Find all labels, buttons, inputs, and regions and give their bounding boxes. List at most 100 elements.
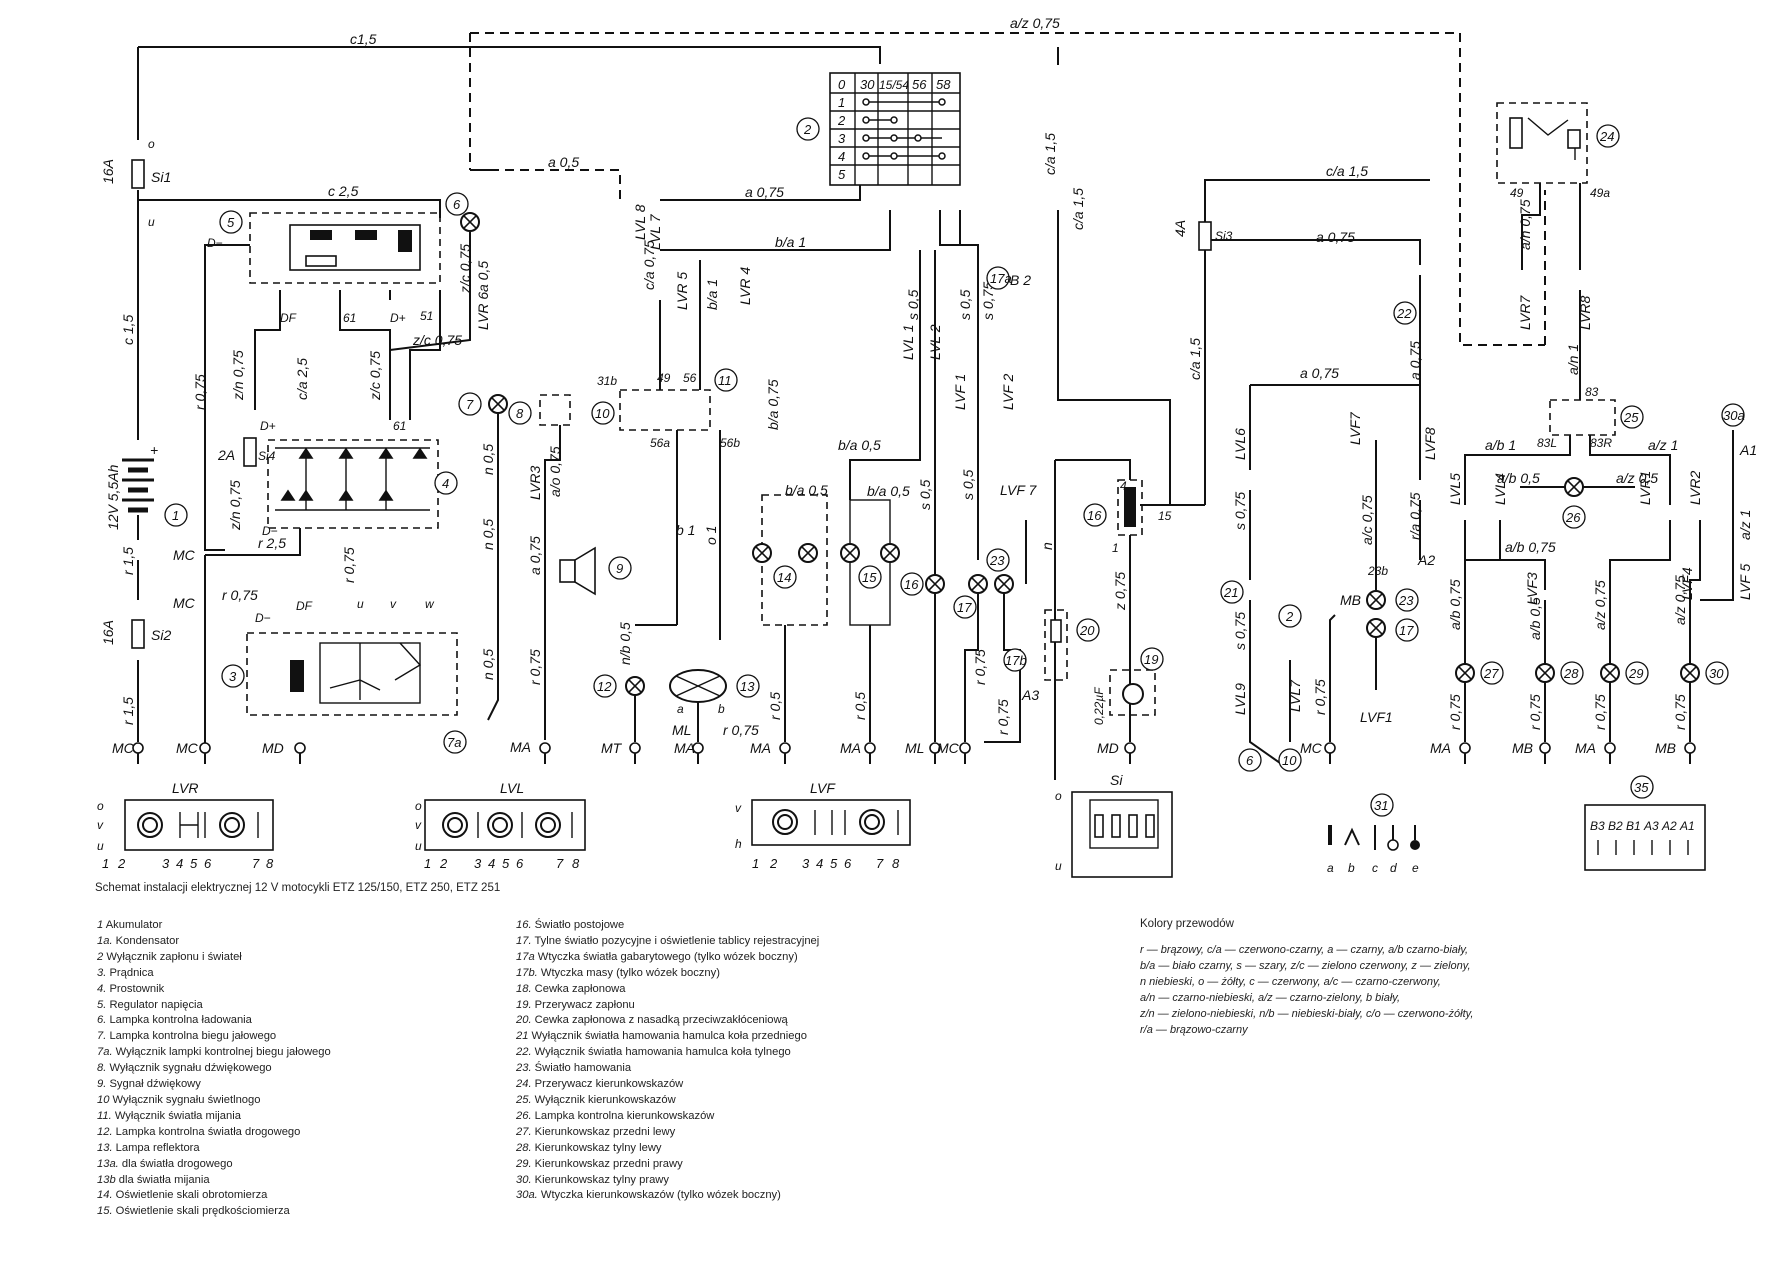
legend-item: 9. Sygnał dźwiękowy: [97, 1077, 331, 1093]
svg-text:83: 83: [1585, 385, 1599, 399]
legend-item-number: 10: [97, 1093, 110, 1106]
horn: 9: [559, 546, 632, 596]
svg-text:6: 6: [844, 856, 852, 871]
svg-text:n 0,5: n 0,5: [480, 649, 496, 680]
svg-text:a 0,75: a 0,75: [745, 184, 784, 200]
svg-text:10: 10: [1282, 753, 1297, 768]
legend-item-text: Oświetlenie skali prędkościomierza: [112, 1205, 290, 1218]
svg-text:r/a 0,75: r/a 0,75: [1407, 492, 1423, 540]
svg-text:25: 25: [1623, 410, 1639, 425]
svg-text:b/a 0,5: b/a 0,5: [785, 482, 828, 498]
svg-text:MA: MA: [1575, 740, 1596, 756]
legend-item-number: 1: [97, 919, 104, 931]
svg-text:a 0,75: a 0,75: [1300, 365, 1339, 381]
svg-text:MA: MA: [750, 740, 771, 756]
svg-text:27: 27: [1483, 666, 1499, 681]
svg-text:a/c 0,75: a/c 0,75: [1359, 495, 1375, 545]
legend-item: 3. Prądnica: [97, 966, 331, 982]
legend-item-number: 17.: [516, 934, 532, 947]
legend-item-number: 20.: [516, 1014, 532, 1027]
svg-text:4: 4: [816, 856, 823, 871]
svg-text:r 0,75: r 0,75: [1592, 694, 1608, 730]
svg-text:31: 31: [1374, 798, 1388, 813]
svg-text:z/c 0,75: z/c 0,75: [412, 332, 462, 348]
legend-item-text: Akumulator: [103, 919, 163, 931]
legend-item: 17. Tylne światło pozycyjne i oświetleni…: [516, 934, 819, 950]
svg-text:2: 2: [837, 113, 846, 128]
svg-text:LVF 1: LVF 1: [952, 374, 968, 410]
svg-text:83L: 83L: [1537, 436, 1557, 450]
svg-text:DF: DF: [296, 599, 313, 613]
svg-text:a: a: [677, 702, 684, 716]
svg-text:MC: MC: [112, 740, 135, 756]
svg-text:a/z 1: a/z 1: [1737, 510, 1753, 540]
svg-text:30a: 30a: [1723, 408, 1745, 423]
svg-text:d: d: [1390, 861, 1397, 875]
legend-item: 21 Wyłącznik światła hamowania hamulca k…: [516, 1029, 819, 1045]
svg-text:a/z 0,75: a/z 0,75: [1672, 575, 1688, 625]
svg-text:2: 2: [117, 856, 126, 871]
svg-text:r 0,75: r 0,75: [1312, 679, 1328, 715]
legend-item: 14. Oświetlenie skali obrotomierza: [97, 1188, 331, 1204]
legend-item: 7a. Wyłącznik lampki kontrolnej biegu ja…: [97, 1045, 331, 1061]
svg-text:a/b 0,5: a/b 0,5: [1497, 470, 1540, 486]
svg-text:3: 3: [162, 856, 170, 871]
svg-text:6: 6: [1246, 753, 1254, 768]
svg-text:2: 2: [769, 856, 778, 871]
svg-text:56: 56: [912, 77, 927, 92]
svg-text:B1: B1: [1626, 819, 1641, 833]
svg-text:17: 17: [957, 600, 972, 615]
svg-text:c: c: [1372, 861, 1378, 875]
svg-text:a: a: [1327, 861, 1334, 875]
legend-item-number: 11.: [97, 1109, 112, 1122]
svg-text:b/a 1: b/a 1: [775, 234, 806, 250]
svg-text:7: 7: [252, 856, 260, 871]
svg-text:MB: MB: [1655, 740, 1676, 756]
plug-35: 35 B3 B2 B1 A3 A2 A1: [1584, 775, 1706, 871]
svg-text:3: 3: [838, 131, 846, 146]
legend-item: 2 Wyłącznik zapłonu i świateł: [97, 950, 331, 966]
svg-text:LVL9: LVL9: [1232, 683, 1248, 715]
svg-text:a/n 0,75: a/n 0,75: [1517, 199, 1533, 250]
svg-text:LVR 5: LVR 5: [674, 272, 690, 310]
svg-text:a/b 0,75: a/b 0,75: [1447, 579, 1463, 630]
svg-text:A1: A1: [1739, 442, 1757, 458]
legend-item-number: 17b.: [516, 966, 538, 979]
svg-text:56b: 56b: [720, 436, 740, 450]
svg-text:6: 6: [516, 856, 524, 871]
svg-text:2A: 2A: [217, 447, 235, 463]
svg-text:4: 4: [838, 149, 845, 164]
legend-item-number: 18.: [516, 982, 532, 995]
svg-text:61: 61: [343, 311, 356, 325]
legend-item: 29. Kierunkowskaz przedni prawy: [516, 1157, 819, 1173]
legend-item-text: Kierunkowskaz przedni lewy: [531, 1125, 676, 1138]
legend-item: 8. Wyłącznik sygnału dźwiękowego: [97, 1061, 331, 1077]
svg-text:LVL4: LVL4: [1492, 473, 1508, 505]
legend-item-number: 1a.: [97, 934, 113, 947]
svg-text:LVR 6: LVR 6: [475, 292, 491, 330]
legend-item-number: 29.: [516, 1157, 532, 1170]
svg-text:56: 56: [683, 371, 697, 385]
legend-item-number: 2: [97, 950, 104, 963]
svg-text:LVR7: LVR7: [1517, 295, 1533, 330]
svg-text:LVR: LVR: [172, 780, 198, 796]
svg-text:c/a 0,75: c/a 0,75: [641, 240, 657, 290]
legend-item-number: 13b: [97, 1173, 116, 1186]
svg-text:15: 15: [862, 570, 877, 585]
legend-item-text: Prądnica: [106, 966, 154, 979]
svg-text:5: 5: [830, 856, 838, 871]
svg-text:LVF1: LVF1: [1360, 709, 1393, 725]
svg-text:A3: A3: [1021, 687, 1039, 703]
svg-text:8: 8: [892, 856, 900, 871]
svg-text:B3: B3: [1590, 819, 1605, 833]
generator: 3 D− DF u v w: [221, 597, 458, 716]
svg-text:b/a 0,5: b/a 0,5: [838, 437, 881, 453]
dip-switch: 10 11 31b 49 56 56a 56b: [591, 368, 740, 450]
svg-text:9: 9: [616, 561, 623, 576]
svg-text:13: 13: [740, 679, 755, 694]
svg-text:1: 1: [752, 856, 759, 871]
svg-text:2: 2: [1285, 609, 1294, 624]
svg-text:h: h: [735, 837, 742, 851]
svg-text:8: 8: [572, 856, 580, 871]
legend-item-text: Cewka zapłonowa: [531, 982, 626, 995]
